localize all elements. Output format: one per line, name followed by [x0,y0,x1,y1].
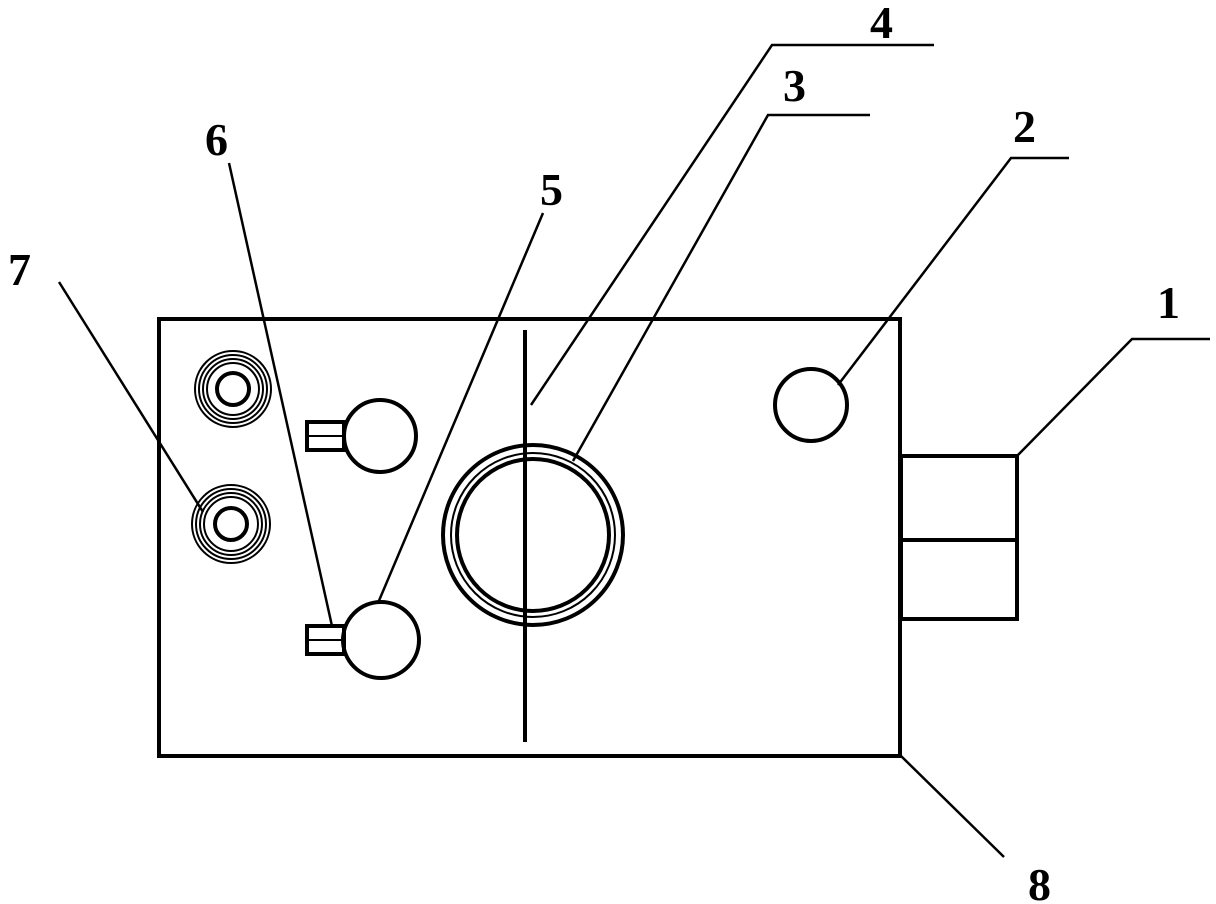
leader-4 [529,43,934,406]
central-ring-mid [450,452,616,618]
round-indicator [773,367,849,443]
leader-6 [227,162,334,627]
label-7: 7 [8,244,31,295]
label-8: 8 [1028,859,1051,904]
leader-1 [1016,337,1210,457]
upper-coil [194,350,272,428]
leader-5 [376,212,545,604]
central-ring-outer [441,443,625,627]
label-5: 5 [540,164,563,215]
lower-round-component [341,600,421,680]
leader-7 [57,281,205,513]
label-2: 2 [1013,101,1036,152]
central-ring-inner [455,457,611,613]
label-1: 1 [1157,277,1180,328]
label-6: 6 [205,114,228,165]
side-connector [899,454,1019,621]
leader-3 [571,113,870,462]
label-4: 4 [870,0,893,48]
label-3: 3 [783,60,806,111]
leader-8 [899,754,1005,858]
upper-round-component [342,398,418,474]
leader-2 [837,156,1069,386]
lower-coil [191,484,271,564]
